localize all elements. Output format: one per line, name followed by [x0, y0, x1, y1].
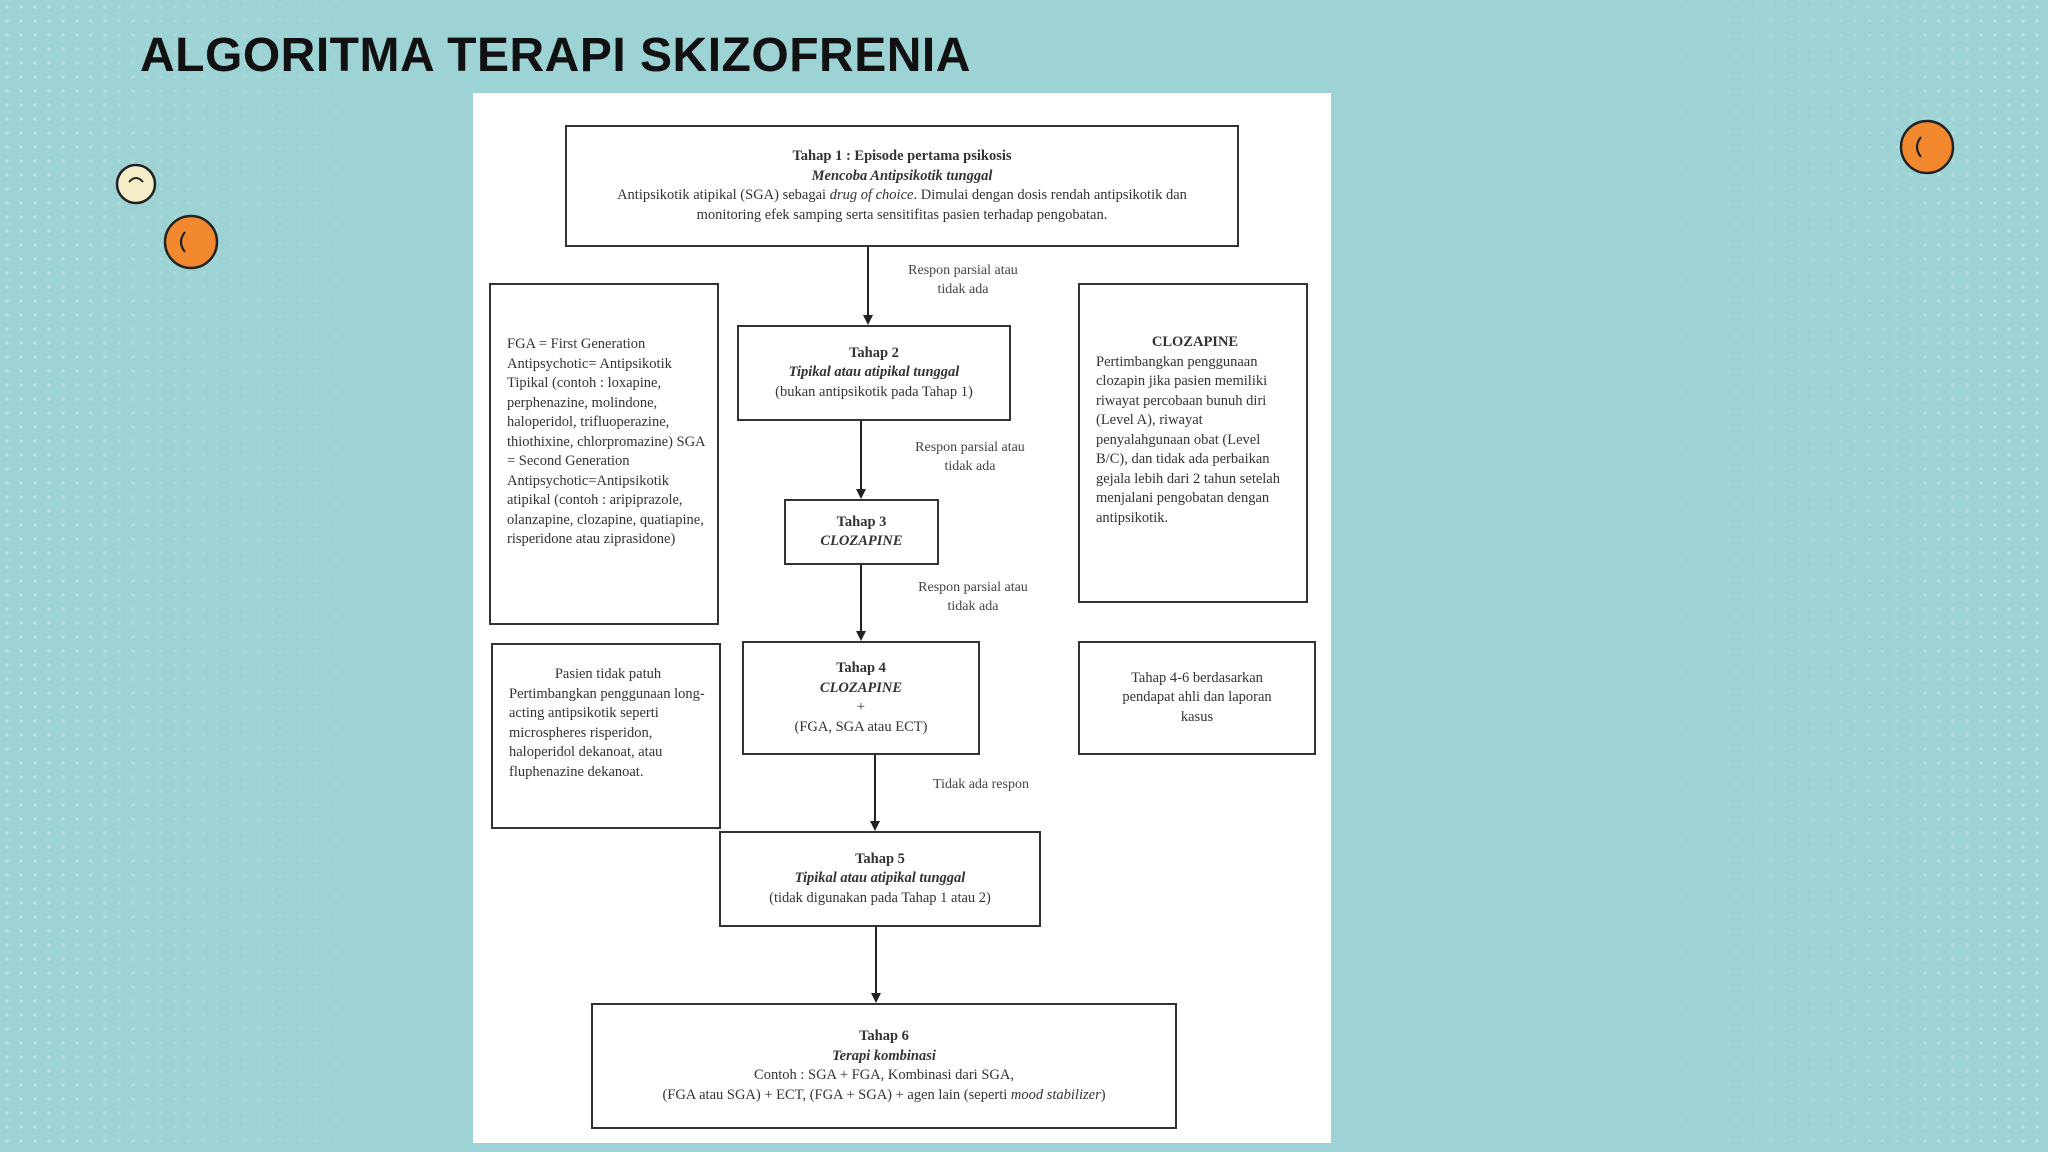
- step3-heading: Tahap 3: [836, 513, 887, 530]
- step3-subheading: CLOZAPINE: [820, 533, 903, 549]
- step1-box: Tahap 1 : Episode pertama psikosis Menco…: [565, 125, 1239, 247]
- step1-heading: Tahap 1 : Episode pertama psikosis: [792, 148, 1012, 164]
- abbreviation-legend-box: FGA = First Generation Antipsychotic= An…: [489, 283, 719, 625]
- noncompliance-heading: Pasien tidak patuh: [554, 666, 662, 682]
- step4-text: (FGA, SGA atau ECT): [794, 718, 928, 735]
- flow-arrows: [856, 247, 881, 1003]
- arrow1-label: Respon parsial atau tidak ada: [908, 263, 1018, 297]
- step4-box: Tahap 4 CLOZAPINE + (FGA, SGA atau ECT): [742, 641, 980, 755]
- step4-plus: +: [856, 699, 866, 715]
- step4-subheading: CLOZAPINE: [819, 679, 903, 696]
- step5-subheading: Tipikal atau atipikal tunggal: [794, 870, 966, 887]
- clozapine-note-text: Pertimbangkan penggunaan clozapin jika p…: [1096, 353, 1280, 526]
- arrow3-label: Respon parsial atau tidak ada: [918, 580, 1028, 614]
- clozapine-note-box: CLOZAPINE Pertimbangkan penggunaan cloza…: [1078, 283, 1308, 603]
- step4-heading: Tahap 4: [836, 660, 886, 676]
- step3-box: Tahap 3 CLOZAPINE: [784, 499, 939, 565]
- orange-circle-icon: [1899, 119, 1955, 175]
- evidence-note-text: Tahap 4-6 berdasarkan pendapat ahli dan …: [1122, 669, 1272, 725]
- step6-box: Tahap 6 Terapi kombinasi Contoh : SGA + …: [591, 1003, 1177, 1129]
- step2-heading: Tahap 2: [849, 344, 899, 361]
- step1-subheading: Mencoba Antipsikotik tunggal: [811, 167, 993, 184]
- step6-heading: Tahap 6: [859, 1028, 909, 1044]
- step5-text: (tidak digunakan pada Tahap 1 atau 2): [769, 889, 991, 906]
- step5-heading: Tahap 5: [855, 850, 905, 867]
- orange-circle-icon: [163, 214, 219, 270]
- arrow4-label: Tidak ada respon: [933, 777, 1029, 792]
- step2-text: (bukan antipsikotik pada Tahap 1): [775, 383, 973, 400]
- evidence-note-box: Tahap 4-6 berdasarkan pendapat ahli dan …: [1078, 641, 1316, 755]
- step2-box: Tahap 2 Tipikal atau atipikal tunggal (b…: [737, 325, 1011, 421]
- clozapine-note-heading: CLOZAPINE: [1151, 334, 1239, 350]
- step5-box: Tahap 5 Tipikal atau atipikal tunggal (t…: [719, 831, 1041, 927]
- noncompliance-box: Pasien tidak patuh Pertimbangkan penggun…: [491, 643, 721, 829]
- page-title: ALGORITMA TERAPI SKIZOFRENIA: [140, 29, 971, 82]
- cream-circle-icon: [115, 163, 157, 205]
- flowchart-image: Tahap 1 : Episode pertama psikosis Menco…: [473, 93, 1331, 1143]
- step6-line1: Contoh : SGA + FGA, Kombinasi dari SGA,: [754, 1067, 1014, 1083]
- step1-text: Antipsikotik atipikal (SGA) sebagai drug…: [617, 187, 1187, 223]
- step2-subheading: Tipikal atau atipikal tunggal: [788, 364, 960, 381]
- legend-text: FGA = First Generation Antipsychotic= An…: [507, 336, 705, 547]
- arrow2-label: Respon parsial atau tidak ada: [915, 440, 1025, 474]
- step6-subheading: Terapi kombinasi: [832, 1047, 936, 1064]
- step6-line2: (FGA atau SGA) + ECT, (FGA + SGA) + agen…: [662, 1086, 1106, 1103]
- noncompliance-text: Pertimbangkan penggunaan long-acting ant…: [509, 685, 705, 780]
